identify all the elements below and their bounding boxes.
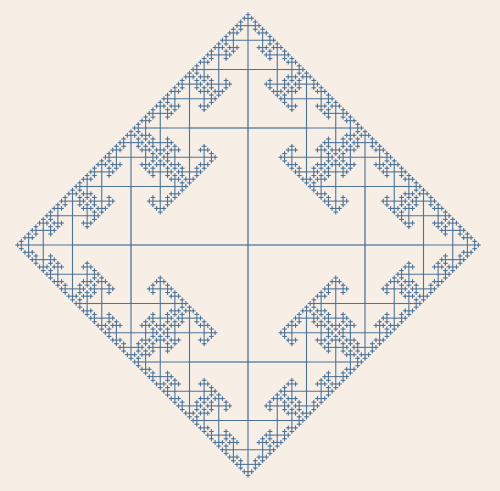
fractal-lines <box>15 12 481 478</box>
